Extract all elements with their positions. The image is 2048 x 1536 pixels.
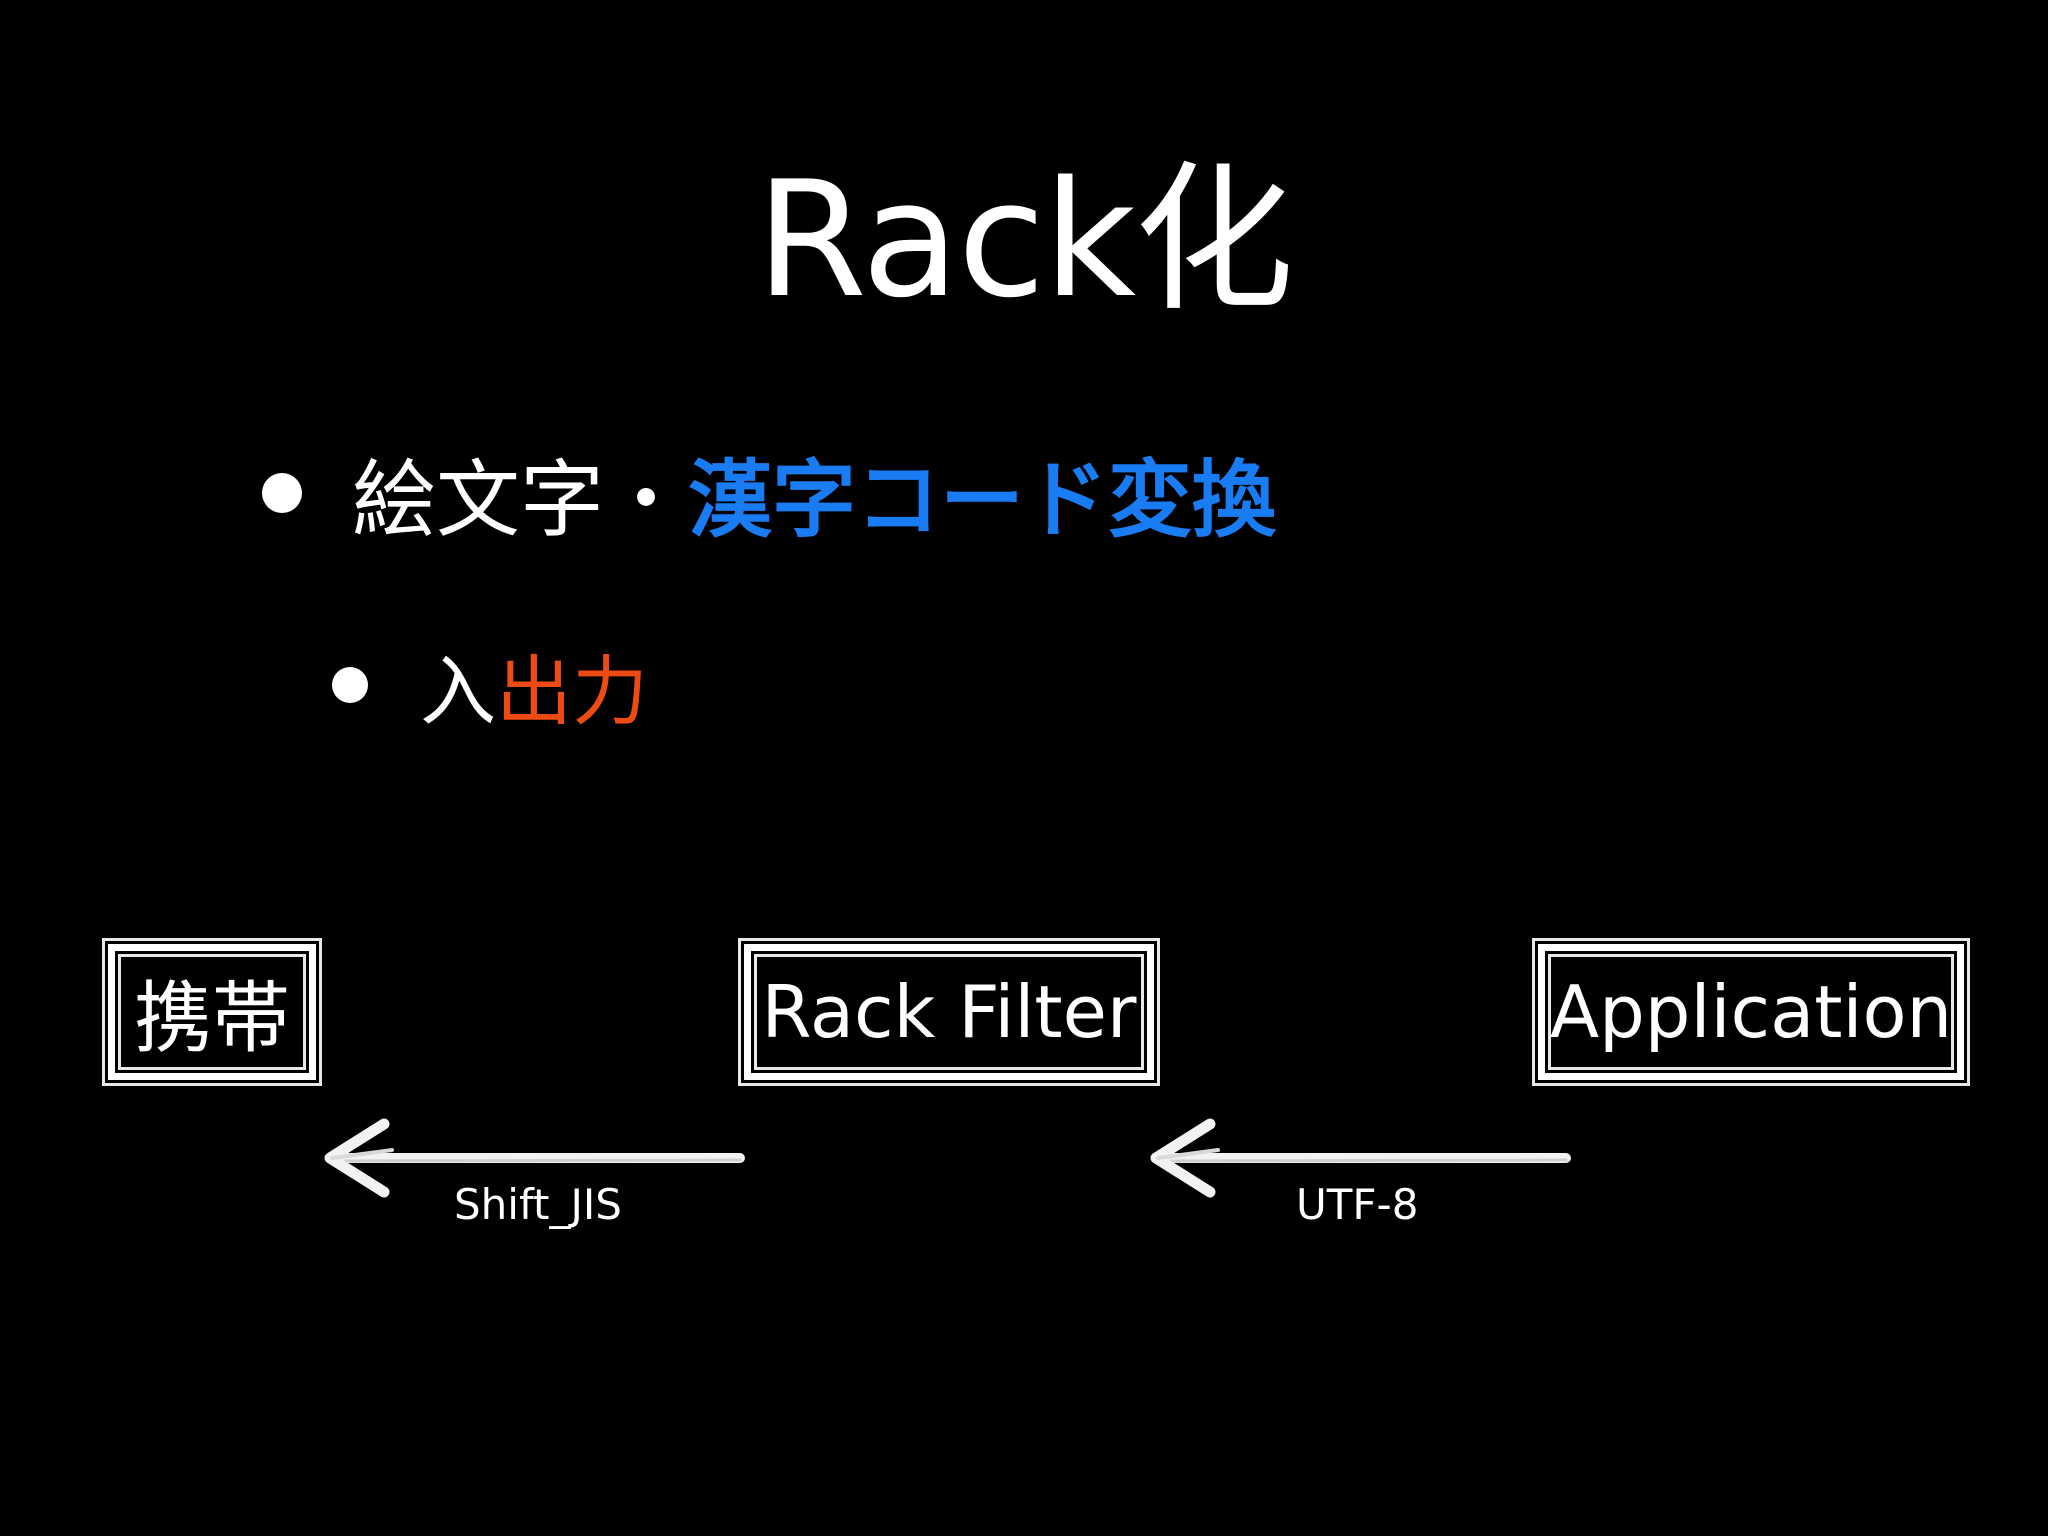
bullet-text-white: 絵文字・ — [352, 450, 689, 549]
bullet-item-input-output: 入出力 — [332, 640, 648, 736]
diagram-box-application: Application — [1538, 944, 1964, 1080]
bullet-dot-icon — [332, 667, 368, 703]
bullet-text-white: 入 — [420, 647, 496, 736]
arrow-label-utf8: UTF-8 — [1296, 1180, 1419, 1229]
diagram-box-keitai: 携帯 — [108, 944, 316, 1080]
slide-title: Rack化 — [755, 146, 1294, 333]
bullet-item-emoji-conversion: 絵文字・漢字コード変換 — [262, 448, 1276, 549]
arrow-label-shift-jis: Shift_JIS — [454, 1180, 622, 1229]
bullet-text-highlight-orange: 出力 — [496, 647, 648, 736]
bullet-text-highlight-blue: 漢字コード変換 — [688, 450, 1277, 549]
diagram-box-rack-filter: Rack Filter — [744, 944, 1154, 1080]
bullet-dot-icon — [262, 473, 302, 513]
